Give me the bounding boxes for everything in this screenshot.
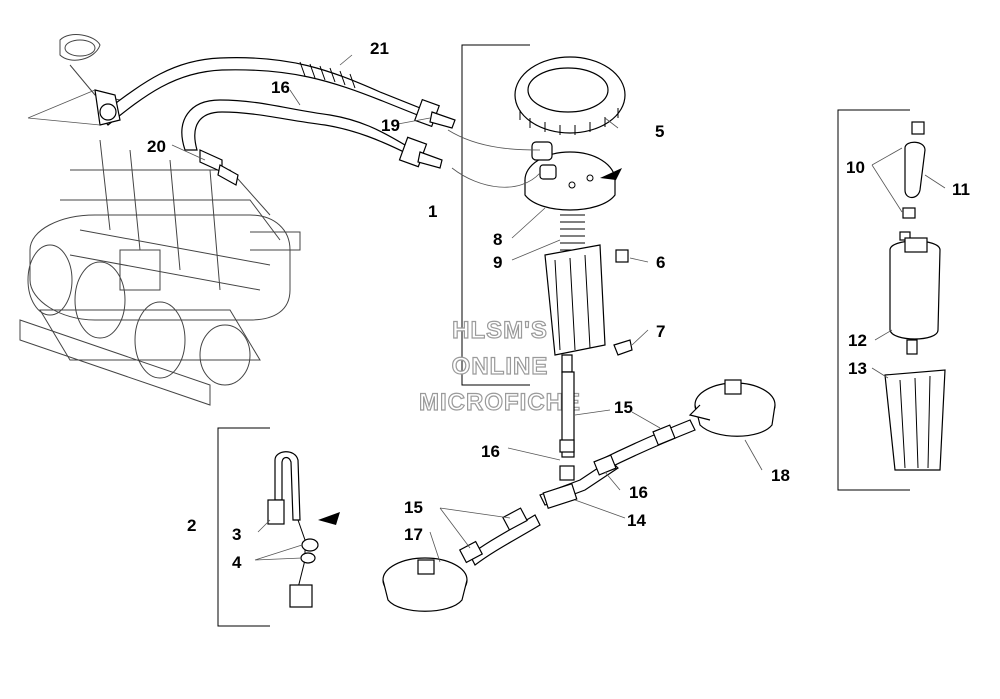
callout-16-low: 16 xyxy=(629,483,648,502)
lock-ring-5 xyxy=(514,56,626,135)
callout-18: 18 xyxy=(771,466,790,485)
fuel-hose-16-upper xyxy=(181,99,443,186)
callout-2: 2 xyxy=(187,516,196,535)
group-10-13-bracket xyxy=(837,109,910,491)
engine-illustration xyxy=(19,34,301,406)
callout-7: 7 xyxy=(656,322,665,341)
callout-3: 3 xyxy=(232,525,241,544)
clip-7 xyxy=(613,339,633,356)
fitting-20 xyxy=(94,89,121,126)
callout-5: 5 xyxy=(655,122,664,141)
callout-12: 12 xyxy=(848,331,867,350)
pump-parts-right xyxy=(884,121,946,471)
callout-21: 21 xyxy=(370,39,389,58)
callout-16-mid: 16 xyxy=(481,442,500,461)
callout-20: 20 xyxy=(147,137,166,156)
group-2-bracket xyxy=(217,427,270,627)
watermark-line-1: HLSM'S xyxy=(452,317,548,344)
sender-harness xyxy=(267,451,340,608)
callout-10: 10 xyxy=(846,158,865,177)
fastener-6 xyxy=(615,249,629,263)
direction-arrow-icon xyxy=(318,512,340,525)
callout-9: 9 xyxy=(493,253,502,272)
callout-1: 1 xyxy=(428,202,437,221)
callout-8: 8 xyxy=(493,230,502,249)
fuel-pickup-17 xyxy=(382,557,468,612)
pump-bucket xyxy=(544,214,606,373)
callout-4: 4 xyxy=(232,553,242,572)
direction-arrow-icon xyxy=(600,168,622,180)
watermark-line-2: ONLINE xyxy=(452,353,549,380)
callout-11: 11 xyxy=(952,180,970,199)
callout-15-right: 15 xyxy=(614,398,633,417)
callout-19: 19 xyxy=(381,116,400,135)
fuel-pickup-18 xyxy=(688,379,776,437)
callouts: 21 16 19 20 5 1 8 9 6 7 15 16 16 14 15 1… xyxy=(147,39,970,572)
watermark-line-3: MICROFICHE xyxy=(419,389,581,416)
callout-14: 14 xyxy=(627,511,646,530)
fuel-line-assembly xyxy=(458,371,696,566)
group-1-bracket xyxy=(461,44,530,386)
watermark: HLSM'S ONLINE MICROFICHE xyxy=(418,316,581,416)
leader-lines xyxy=(27,54,946,563)
callout-15-left: 15 xyxy=(404,498,423,517)
callout-17: 17 xyxy=(404,525,423,544)
pump-flange-8 xyxy=(524,141,622,211)
callout-13: 13 xyxy=(848,359,867,378)
callout-16-top: 16 xyxy=(271,78,290,97)
callout-6: 6 xyxy=(656,253,665,272)
